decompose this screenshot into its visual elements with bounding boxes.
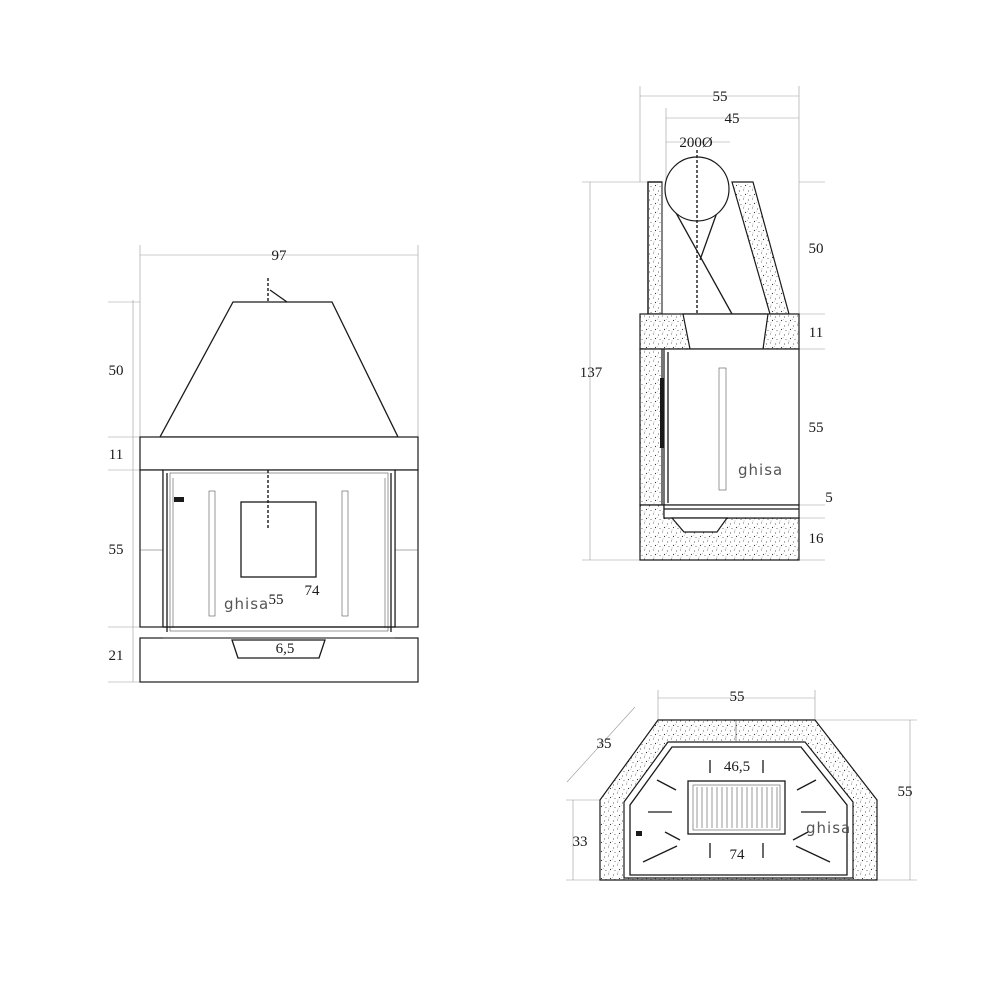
side-view: 55 45 200Ø 137 50 11 55 5 16 ghisa [580,86,833,561]
front-brand-label: ghisa [224,595,269,613]
side-depth-label: 55 [713,89,728,105]
front-opening-height-label: 55 [109,542,124,558]
side-opening-height-label: 55 [809,420,824,436]
front-lintel [139,436,419,471]
side-hood-height-label: 50 [809,241,824,257]
side-firebox [663,348,800,506]
front-firebox [162,469,396,628]
side-hood-front-wall [647,181,663,315]
front-inner-width-label: 74 [305,583,321,599]
side-brand-label: ghisa [738,461,783,479]
top-depth-label: 55 [730,689,745,705]
front-dimension-lines [108,245,419,683]
front-ashpit [231,639,326,659]
front-width-label: 97 [272,248,288,264]
front-base [139,637,419,683]
side-dimension-lines [582,86,825,561]
side-front-wall [639,348,663,506]
front-view: 97 50 11 55 21 74 55 6,5 ghisa [108,245,419,683]
side-total-height-label: 137 [580,365,603,381]
side-hood-depth-label: 45 [725,111,740,127]
top-firebox [623,741,854,879]
front-hood-height-label: 50 [109,363,124,379]
top-grate [687,780,786,835]
front-right-rail [341,490,349,617]
side-grate-bar [718,367,727,491]
front-hood [158,301,400,438]
front-base-height-label: 21 [109,648,124,664]
front-right-pillar [394,469,419,628]
top-back-width-label: 46,5 [724,759,750,775]
top-radial-ribs [642,760,831,863]
top-grate-bars [692,784,781,831]
top-diagonal-label: 35 [597,736,612,752]
side-flue-diameter-label: 200Ø [679,135,713,151]
front-left-rail [208,490,216,617]
side-grate-height-label: 5 [825,490,833,506]
top-front-width-label: 74 [730,847,746,863]
top-dimension-lines [566,690,917,881]
front-left-pillar [139,469,164,628]
side-lintel-height-label: 11 [809,325,823,341]
top-right-depth-label: 55 [898,784,913,800]
front-back-plate [240,501,317,578]
front-ashpit-label: 6,5 [276,641,295,657]
front-lintel-height-label: 11 [109,447,123,463]
front-inner-height-label: 55 [269,592,284,608]
side-hood-back-wall [731,181,790,315]
top-side-depth-label: 33 [573,834,588,850]
side-base-height-label: 16 [809,531,825,547]
top-view: 55 35 33 55 46,5 74 ghisa [566,689,917,881]
top-brand-label: ghisa [806,819,851,837]
